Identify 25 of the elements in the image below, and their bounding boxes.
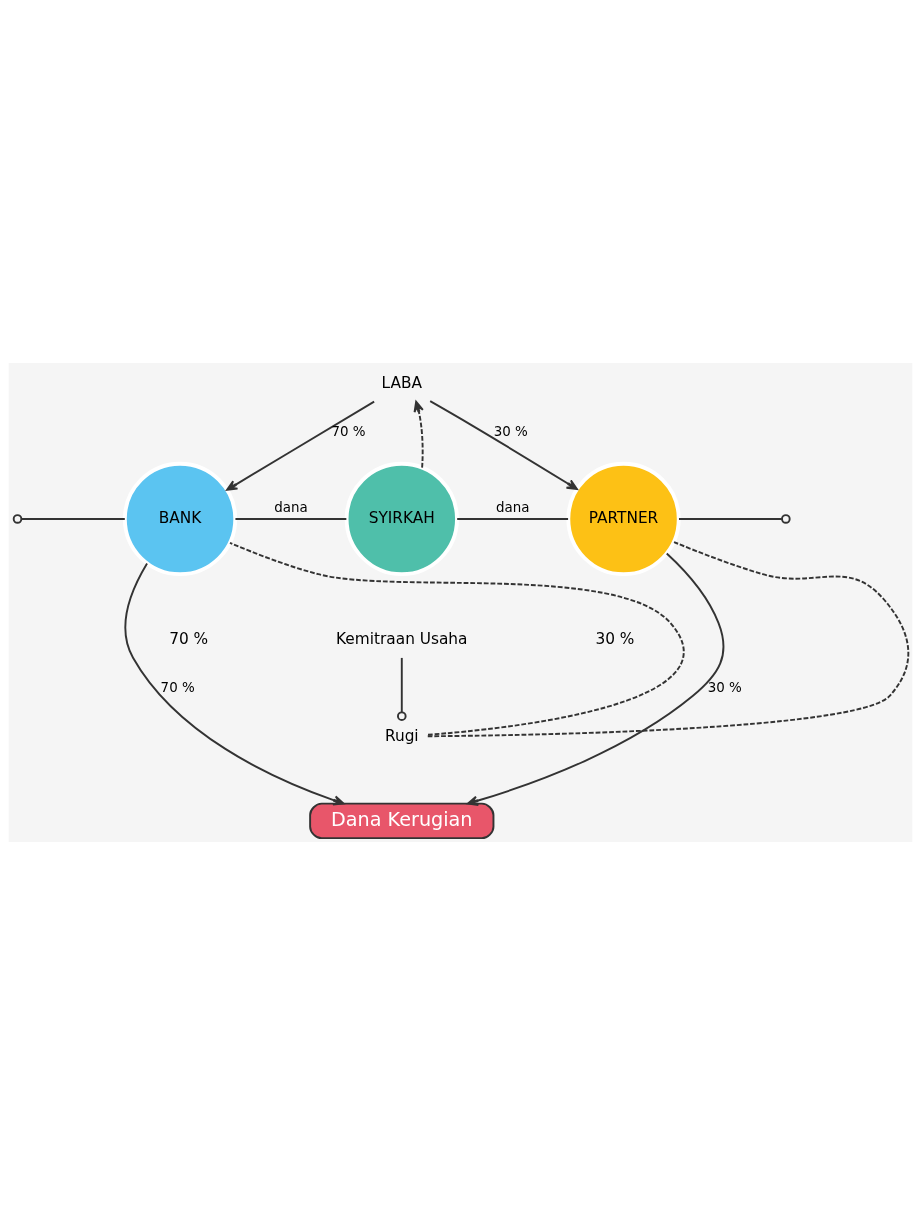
connector bbox=[426, 541, 910, 738]
connector bbox=[20, 518, 126, 520]
edge-label: dana bbox=[274, 500, 308, 516]
node-text: Kemitraan Usaha bbox=[336, 630, 468, 649]
arrow bbox=[466, 552, 725, 806]
node-text: LABA bbox=[381, 373, 422, 392]
label: 70 % bbox=[169, 630, 209, 649]
arrow bbox=[413, 400, 424, 469]
node-circle: SYIRKAH bbox=[344, 461, 459, 577]
edge-label: 70 % bbox=[331, 424, 366, 440]
node-box: Dana Kerugian bbox=[309, 802, 495, 840]
connector bbox=[456, 518, 570, 520]
edge-label: 30 % bbox=[707, 680, 742, 696]
label: 30 % bbox=[595, 630, 635, 649]
arrow bbox=[226, 400, 376, 491]
edge-label: 70 % bbox=[160, 680, 195, 696]
connector bbox=[234, 518, 348, 520]
connector bbox=[678, 518, 783, 520]
connector bbox=[229, 541, 684, 736]
edge-label: 30 % bbox=[493, 424, 528, 440]
edge-label: dana bbox=[495, 500, 530, 516]
arrow bbox=[429, 400, 578, 491]
node-text: Rugi bbox=[384, 727, 419, 746]
connector bbox=[397, 656, 407, 721]
arrow bbox=[124, 562, 345, 806]
